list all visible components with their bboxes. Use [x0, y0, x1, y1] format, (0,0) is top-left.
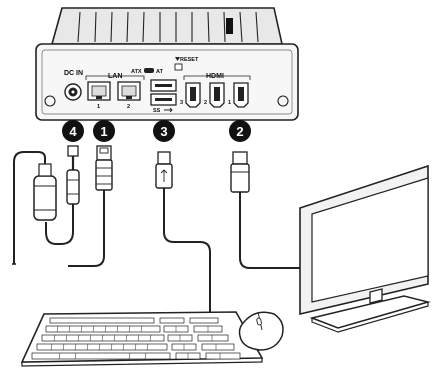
callout-2: 2	[229, 120, 251, 142]
monitor	[299, 164, 431, 333]
callout-4: 4	[62, 120, 84, 142]
at-label: AT	[156, 69, 164, 75]
logo-mark	[226, 18, 233, 34]
dc-in-port	[64, 83, 82, 101]
hdmi-port-1-number: 1	[228, 100, 231, 106]
hdmi-label: HDMI	[206, 73, 224, 80]
lan-label: LAN	[108, 73, 122, 80]
atx-label: ATX	[131, 69, 142, 75]
atx-at-switch	[144, 68, 154, 73]
hdmi-cable	[230, 151, 300, 269]
reset-arrow-icon	[175, 57, 180, 61]
power-adapter	[12, 145, 80, 265]
usb-symbol-icon	[164, 107, 173, 113]
hdmi-port-2-number: 2	[204, 100, 207, 106]
callout-3: 3	[153, 120, 175, 142]
reset-label: RESET	[180, 57, 199, 63]
mouse	[238, 311, 284, 351]
callout-2-number: 2	[236, 124, 243, 139]
lan-port-1-number: 1	[97, 104, 100, 110]
usb-label: SS	[153, 108, 161, 114]
callout-3-number: 3	[160, 124, 167, 139]
screw-hole-right	[277, 95, 289, 107]
reset-button	[174, 63, 183, 71]
lan-port-2	[117, 81, 141, 101]
hdmi-port-3	[185, 82, 201, 108]
hdmi-port-1	[233, 82, 249, 108]
lan-port-1	[87, 81, 111, 101]
keyboard	[20, 311, 264, 367]
usb-cable	[155, 151, 211, 316]
lan-cable	[68, 145, 113, 267]
lan-port-2-number: 2	[127, 104, 130, 110]
usb-ports	[150, 79, 177, 106]
hdmi-port-3-number: 3	[180, 100, 183, 106]
callout-1: 1	[93, 120, 115, 142]
callout-1-number: 1	[100, 124, 107, 139]
screw-hole-left	[44, 95, 56, 107]
hdmi-port-2	[209, 82, 225, 108]
pc-chassis: DC IN LAN 1 2 ATX AT RESET	[35, 7, 299, 121]
dc-in-label: DC IN	[64, 70, 83, 77]
callout-4-number: 4	[69, 124, 77, 139]
mouse-wheel	[256, 317, 262, 326]
